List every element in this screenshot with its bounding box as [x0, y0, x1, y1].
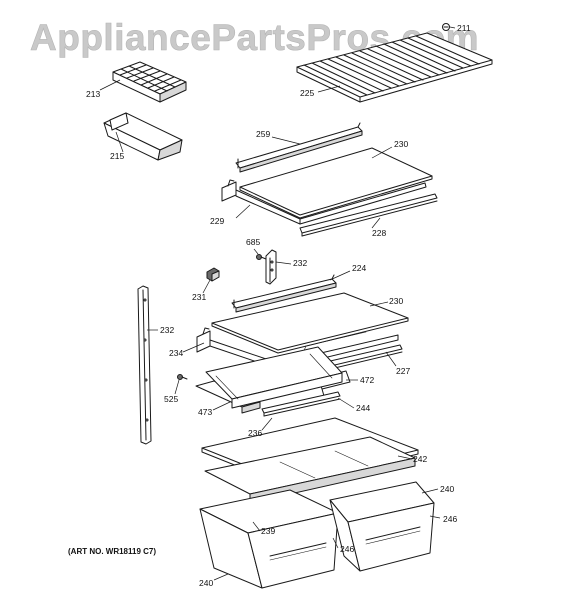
part-231-clip[interactable] — [206, 267, 220, 282]
label-246-left: 246 — [340, 544, 354, 554]
label-232-center: 232 — [293, 258, 307, 268]
label-685: 685 — [246, 237, 260, 247]
label-232-left: 232 — [160, 325, 174, 335]
part-244-rear-strip[interactable] — [261, 391, 341, 417]
label-472: 472 — [360, 375, 374, 385]
label-242: 242 — [413, 454, 427, 464]
label-473: 473 — [198, 407, 212, 417]
label-211: 211 — [457, 23, 471, 33]
label-236: 236 — [248, 428, 262, 438]
part-229-shelf-frame[interactable] — [221, 179, 427, 225]
label-239: 239 — [261, 526, 275, 536]
label-224: 224 — [352, 263, 366, 273]
part-215-bin[interactable] — [103, 112, 183, 161]
part-232-bracket-center[interactable] — [265, 249, 277, 285]
label-213: 213 — [86, 89, 100, 99]
part-259-trim-strip[interactable] — [235, 122, 363, 173]
label-215: 215 — [110, 151, 124, 161]
label-525: 525 — [164, 394, 178, 404]
part-230-glass-shelf-middle[interactable] — [211, 292, 409, 354]
part-labels: 211 213 215 225 259 230 229 228 685 232 … — [86, 23, 471, 588]
label-240-left: 240 — [199, 578, 213, 588]
part-211-screw[interactable] — [442, 23, 450, 31]
label-227: 227 — [396, 366, 410, 376]
label-230-upper: 230 — [394, 139, 408, 149]
part-230-glass-shelf-upper[interactable] — [239, 147, 433, 219]
part-525-screw[interactable] — [177, 374, 188, 380]
label-230-middle: 230 — [389, 296, 403, 306]
part-225-wire-shelf[interactable] — [296, 32, 493, 103]
label-246-right: 246 — [443, 514, 457, 524]
part-685-screw[interactable] — [256, 254, 267, 260]
part-213-ice-tray[interactable] — [112, 61, 187, 103]
part-240-crisper-drawer-right[interactable] — [329, 481, 435, 572]
leader-lines — [99, 26, 456, 581]
label-244: 244 — [356, 403, 370, 413]
label-225: 225 — [300, 88, 314, 98]
label-234: 234 — [169, 348, 183, 358]
label-240-right: 240 — [440, 484, 454, 494]
label-228: 228 — [372, 228, 386, 238]
part-224-trim-strip[interactable] — [231, 274, 337, 313]
label-229: 229 — [210, 216, 224, 226]
part-240-crisper-drawer-left[interactable] — [199, 489, 339, 589]
watermark-text: AppliancePartsPros.com — [30, 17, 479, 58]
part-232-side-bracket-left[interactable] — [137, 285, 152, 445]
drawer-tray[interactable] — [205, 346, 343, 409]
art-number: (ART NO. WR18119 C7) — [68, 547, 156, 556]
label-259: 259 — [256, 129, 270, 139]
label-231: 231 — [192, 292, 206, 302]
part-228-rear-strip[interactable] — [299, 193, 438, 237]
